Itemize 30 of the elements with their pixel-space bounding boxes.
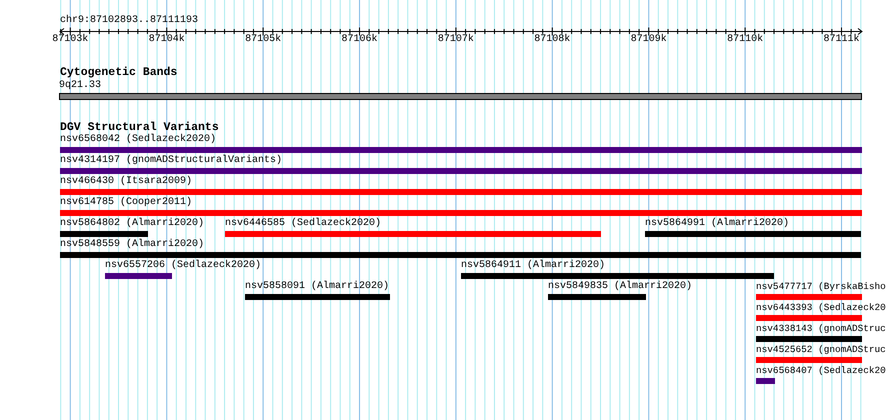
variant-label: nsv5864911 (Almarri2020) [461, 260, 606, 272]
variant-label: nsv466430 (Itsara2009) [60, 176, 192, 188]
variant-label: nsv5864802 (Almarri2020) [60, 218, 204, 230]
track-heading: DGV Structural Variants [60, 121, 219, 134]
variant-label: nsv5858091 (Almarri2020) [245, 281, 390, 293]
variant-label: nsv5848559 (Almarri2020) [60, 239, 204, 251]
variant-label: nsv6568042 (Sedlazeck2020) [60, 134, 216, 146]
tick-label: 87109k [630, 34, 667, 46]
tick-label: 87106k [342, 34, 378, 46]
variant-label: nsv5864991 (Almarri2020) [645, 218, 790, 230]
variant-label: nsv5849835 (Almarri2020) [548, 281, 692, 293]
region-coordinates: chr9:87102893..87111193 [60, 15, 198, 27]
band-label: 9q21.33 [59, 80, 102, 92]
tick-label: 87103k [52, 34, 88, 46]
tick-label: 87110k [727, 34, 764, 46]
variant-label: nsv4525652 (gnomADStruc [756, 344, 886, 356]
tick-label: 87108k [534, 34, 570, 46]
tick-label: 87105k [245, 34, 282, 46]
variant-label: nsv6568407 (Sedlazeck20 [756, 365, 886, 377]
tick-label: 87111k [824, 34, 860, 46]
track-heading: Cytogenetic Bands [60, 66, 178, 80]
variant-label: nsv4338143 (gnomADStruc [756, 323, 886, 335]
variant-label: nsv4314197 (gnomADStructuralVariants) [60, 155, 282, 167]
variant-label: nsv6557206 (Sedlazeck2020) [105, 260, 262, 272]
variant-label: nsv5477717 (ByrskaBisho [756, 281, 886, 293]
tick-label: 87104k [148, 34, 185, 46]
variant-label: nsv6446585 (Sedlazeck2020) [225, 218, 382, 230]
variant-label: nsv614785 (Cooper2011) [60, 197, 192, 209]
tick-label: 87107k [438, 34, 474, 46]
variant-label: nsv6443393 (Sedlazeck20 [756, 302, 886, 314]
